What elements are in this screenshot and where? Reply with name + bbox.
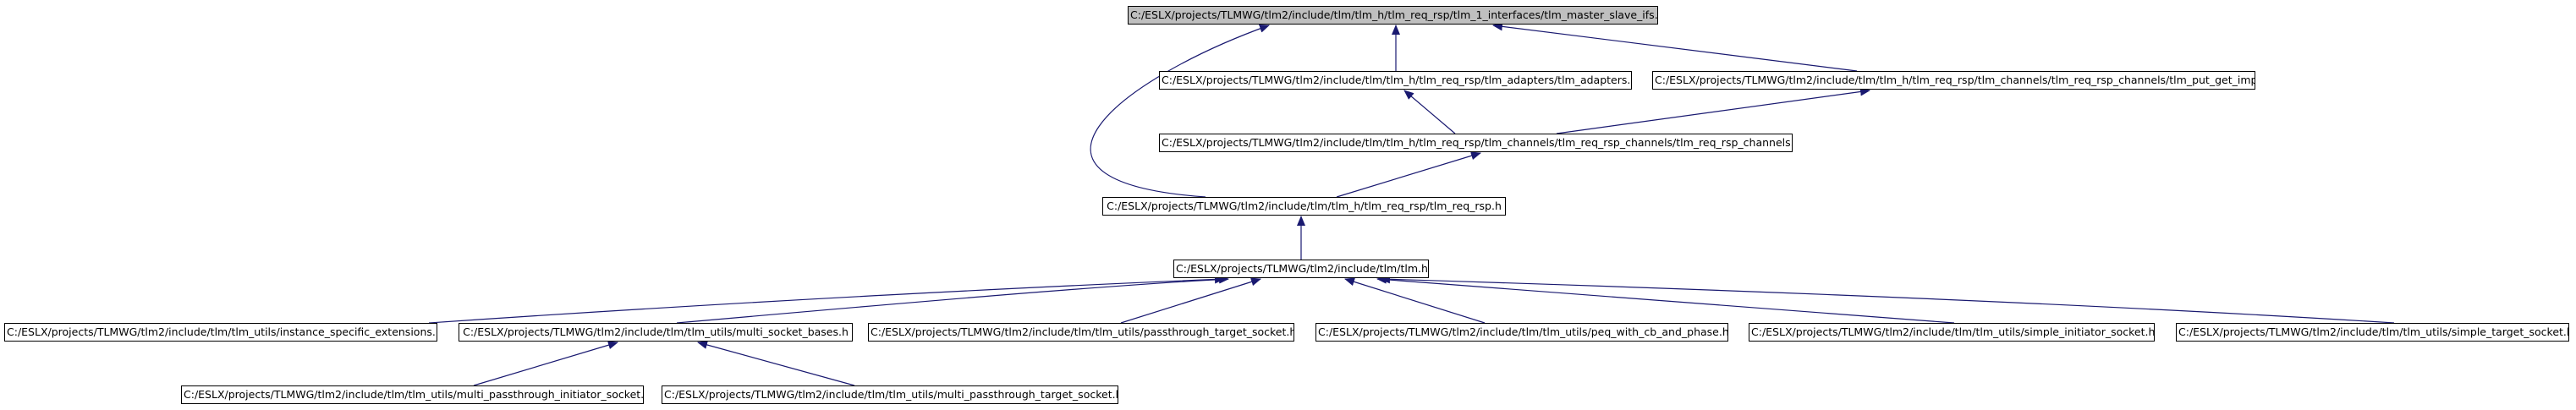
node-tlm[interactable]: C:/ESLX/projects/TLMWG/tlm2/include/tlm/… [1173, 260, 1429, 278]
edge-simple_init-to-tlm [1376, 275, 1955, 324]
node-tlm-adapters[interactable]: C:/ESLX/projects/TLMWG/tlm2/include/tlm/… [1159, 71, 1632, 90]
edge-multi_bases-to-tlm [676, 275, 1229, 324]
node-multi-passthrough-target-socket[interactable]: C:/ESLX/projects/TLMWG/tlm2/include/tlm/… [662, 385, 1118, 404]
edge-req_rsp-to-req_rsp_channels [1336, 151, 1481, 198]
node-multi-passthrough-initiator-socket[interactable]: C:/ESLX/projects/TLMWG/tlm2/include/tlm/… [181, 385, 644, 404]
node-simple-target-socket[interactable]: C:/ESLX/projects/TLMWG/tlm2/include/tlm/… [2176, 323, 2569, 342]
node-tlm-put-get-imp[interactable]: C:/ESLX/projects/TLMWG/tlm2/include/tlm/… [1652, 71, 2255, 90]
edge-peq-to-tlm [1344, 277, 1486, 324]
edge-req_rsp_channels-to-put_get_imp [1556, 87, 1870, 134]
edge-multi_target-to-multi_bases [697, 341, 855, 386]
edge-put_get_imp-to-master_slave [1492, 22, 1858, 72]
node-passthrough-target-socket[interactable]: C:/ESLX/projects/TLMWG/tlm2/include/tlm/… [868, 323, 1294, 342]
edge-pass_target-to-tlm [1120, 277, 1261, 324]
edge-multi_init-to-multi_bases [473, 341, 618, 386]
edge-instance_ext-to-tlm [428, 275, 1225, 324]
node-multi-socket-bases[interactable]: C:/ESLX/projects/TLMWG/tlm2/include/tlm/… [459, 323, 853, 342]
node-tlm-req-rsp[interactable]: C:/ESLX/projects/TLMWG/tlm2/include/tlm/… [1102, 197, 1506, 216]
node-simple-initiator-socket[interactable]: C:/ESLX/projects/TLMWG/tlm2/include/tlm/… [1749, 323, 2155, 342]
node-tlm-master-slave-ifs[interactable]: C:/ESLX/projects/TLMWG/tlm2/include/tlm/… [1128, 6, 1658, 25]
node-instance-specific-extensions[interactable]: C:/ESLX/projects/TLMWG/tlm2/include/tlm/… [4, 323, 437, 342]
edge-simple_target-to-tlm [1380, 275, 2395, 324]
node-peq-with-cb-and-phase[interactable]: C:/ESLX/projects/TLMWG/tlm2/include/tlm/… [1315, 323, 1728, 342]
node-tlm-req-rsp-channels[interactable]: C:/ESLX/projects/TLMWG/tlm2/include/tlm/… [1159, 134, 1793, 152]
edge-req_rsp_channels-to-adapters [1403, 90, 1456, 134]
edge-req_rsp-to-master_slave [1090, 25, 1270, 198]
